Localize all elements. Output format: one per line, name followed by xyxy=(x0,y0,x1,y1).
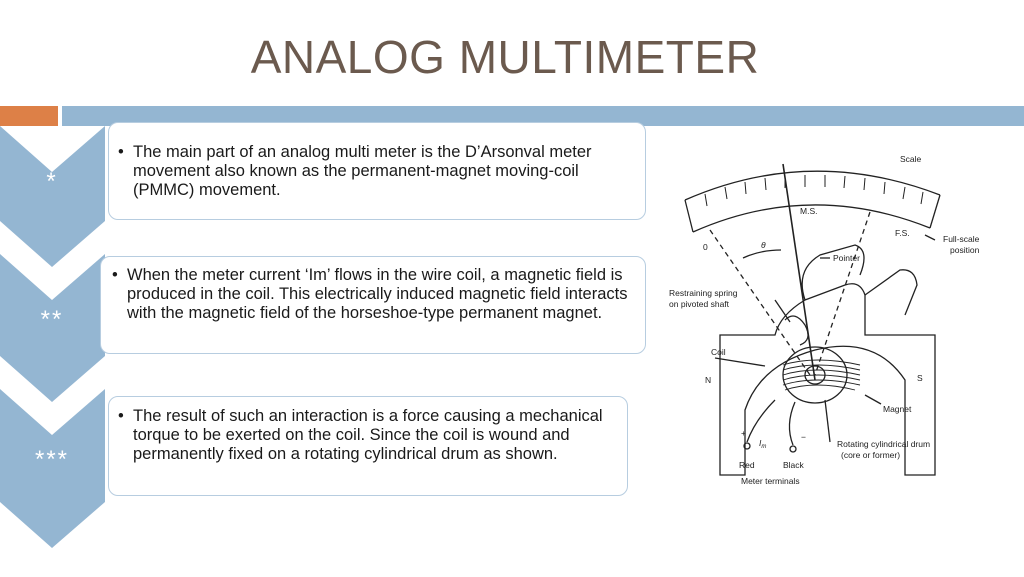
magnet-body xyxy=(719,283,936,476)
chevron-2 xyxy=(0,254,105,402)
label-magnet: Magnet xyxy=(883,404,912,414)
label-red: Red xyxy=(739,460,755,470)
label-im: Im xyxy=(759,438,766,450)
scale-arc-outer xyxy=(684,170,941,201)
slide-title: ANALOG MULTIMETER xyxy=(250,31,760,83)
label-plus: + xyxy=(741,428,746,438)
pmmc-diagram: Scale M.S. F.S. 0 θ Pointer Full-scale p… xyxy=(669,154,980,486)
label-scale: Scale xyxy=(900,154,922,164)
label-drum-2: (core or former) xyxy=(841,450,900,460)
marker-2: ** xyxy=(40,306,64,333)
chevron-list xyxy=(0,126,105,548)
point-text-1: The main part of an analog multi meter i… xyxy=(115,143,629,200)
label-ms: M.S. xyxy=(800,206,817,216)
label-spring-1: Restraining spring xyxy=(669,288,738,298)
label-pointer: Pointer xyxy=(833,253,860,263)
pointer-line xyxy=(782,163,816,381)
point-box-1: The main part of an analog multi meter i… xyxy=(108,122,646,220)
coil-windings xyxy=(782,359,861,391)
point-box-3: The result of such an interaction is a f… xyxy=(108,396,628,496)
label-terminals: Meter terminals xyxy=(741,476,800,486)
label-north: N xyxy=(705,375,711,385)
label-spring-2: on pivoted shaft xyxy=(669,299,730,309)
marker-3: *** xyxy=(34,446,70,473)
label-coil: Coil xyxy=(711,347,726,357)
point-text-2: When the meter current ‘Im’ flows in the… xyxy=(109,266,629,323)
scale-arc-inner xyxy=(692,204,931,233)
label-minus: − xyxy=(801,432,806,442)
label-fs: F.S. xyxy=(895,228,910,238)
label-black: Black xyxy=(783,460,805,470)
label-drum-1: Rotating cylindrical drum xyxy=(837,439,930,449)
label-theta: θ xyxy=(761,240,766,250)
chevron-3 xyxy=(0,389,105,548)
point-text-3: The result of such an interaction is a f… xyxy=(115,407,617,464)
scale-ticks xyxy=(704,175,924,207)
spring xyxy=(784,315,809,346)
label-south: S xyxy=(917,373,923,383)
accent-bar-blue xyxy=(62,106,1024,126)
label-zero: 0 xyxy=(703,242,708,252)
label-full-scale-2: position xyxy=(950,245,980,255)
label-full-scale-1: Full-scale xyxy=(943,234,980,244)
point-box-2: When the meter current ‘Im’ flows in the… xyxy=(100,256,646,354)
accent-bar-orange xyxy=(0,106,58,126)
chevron-1 xyxy=(0,126,105,267)
marker-1: * xyxy=(46,168,58,195)
